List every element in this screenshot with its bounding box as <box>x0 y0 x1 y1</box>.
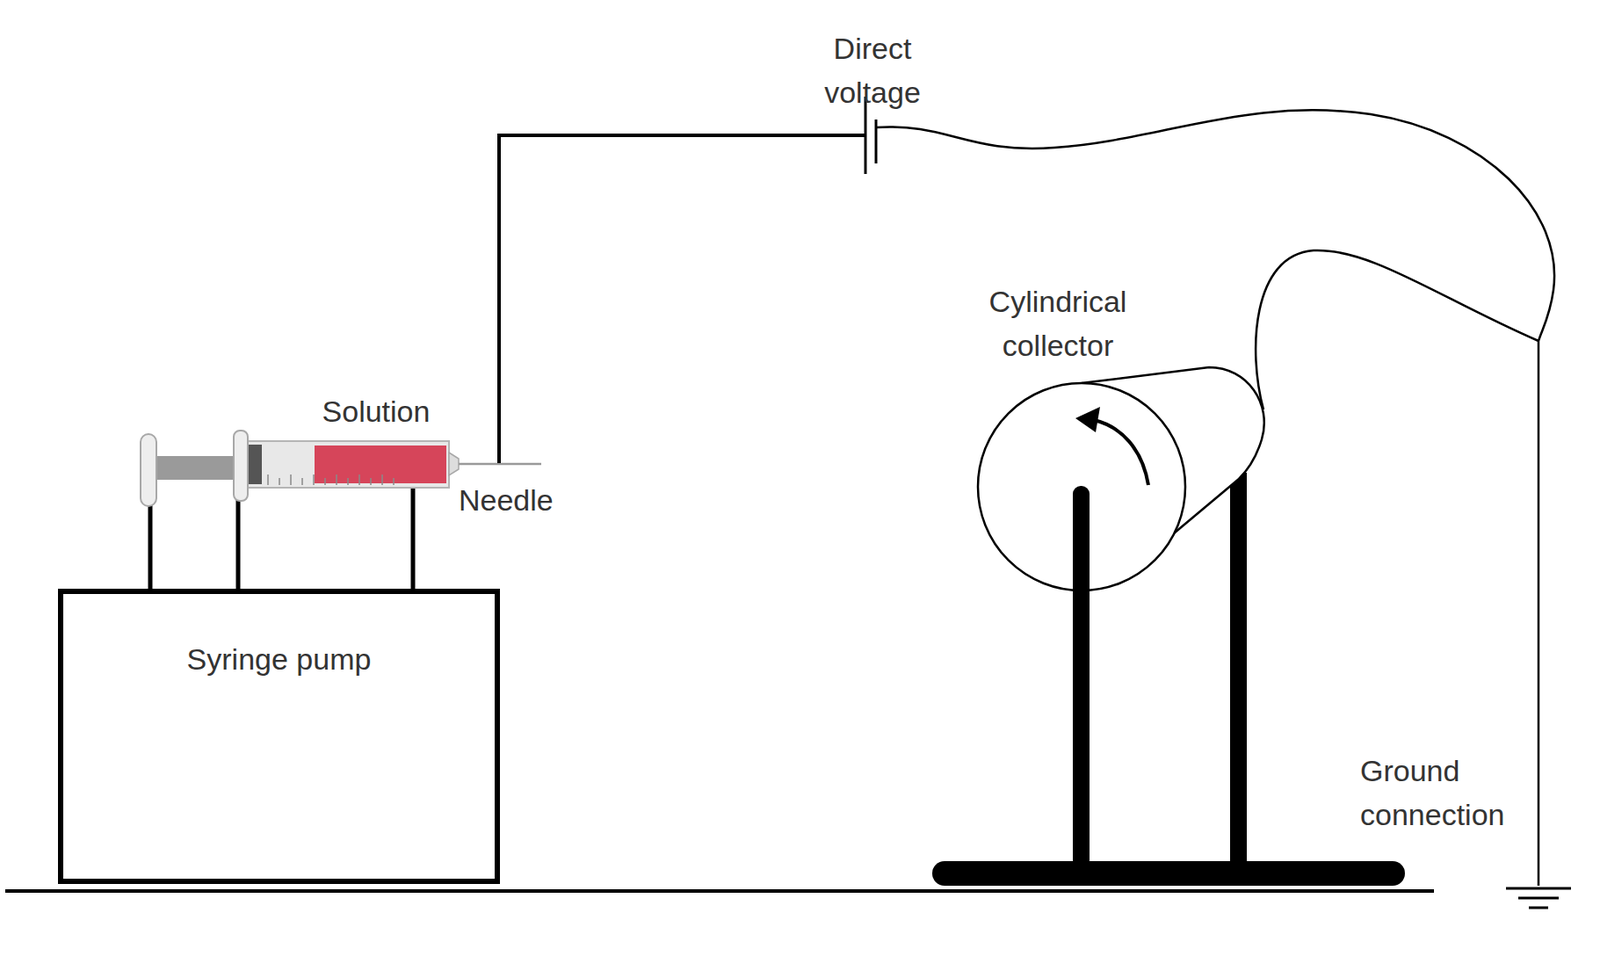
ground-wire <box>876 109 1555 886</box>
collector-wire <box>1255 250 1539 410</box>
plunger-rod <box>154 456 238 480</box>
process-box: Syringe pump <box>57 588 500 884</box>
plunger-thumb <box>140 434 157 507</box>
box-label: Syringe pump <box>187 637 372 681</box>
part-label: Cylindrical collector <box>970 279 1146 368</box>
needle-hub <box>448 452 459 476</box>
high-voltage-wire <box>499 135 866 464</box>
ground-symbol <box>1518 897 1559 900</box>
part-label: Needle <box>458 477 582 522</box>
barrel-graduations <box>267 474 394 486</box>
rotation-arrowhead <box>1075 406 1101 433</box>
solution-fill <box>314 445 447 484</box>
stand-base <box>944 861 1393 886</box>
support-post <box>411 485 416 591</box>
stand-post <box>1072 485 1090 869</box>
ground-symbol <box>1505 887 1572 891</box>
ground-symbol <box>1528 906 1549 910</box>
battery-plate <box>875 119 878 164</box>
part-label: Direct voltage <box>784 26 961 115</box>
syringe-barrel <box>246 441 449 488</box>
support-post <box>236 496 241 591</box>
barrel-flange <box>233 430 248 501</box>
part-label: Ground connection <box>1360 748 1529 837</box>
rotation-arrow <box>1093 419 1149 486</box>
part-label: Solution <box>314 389 438 434</box>
needle <box>458 463 542 466</box>
floor-line <box>5 889 1434 893</box>
stand-post <box>1230 472 1247 869</box>
support-post <box>148 500 153 591</box>
